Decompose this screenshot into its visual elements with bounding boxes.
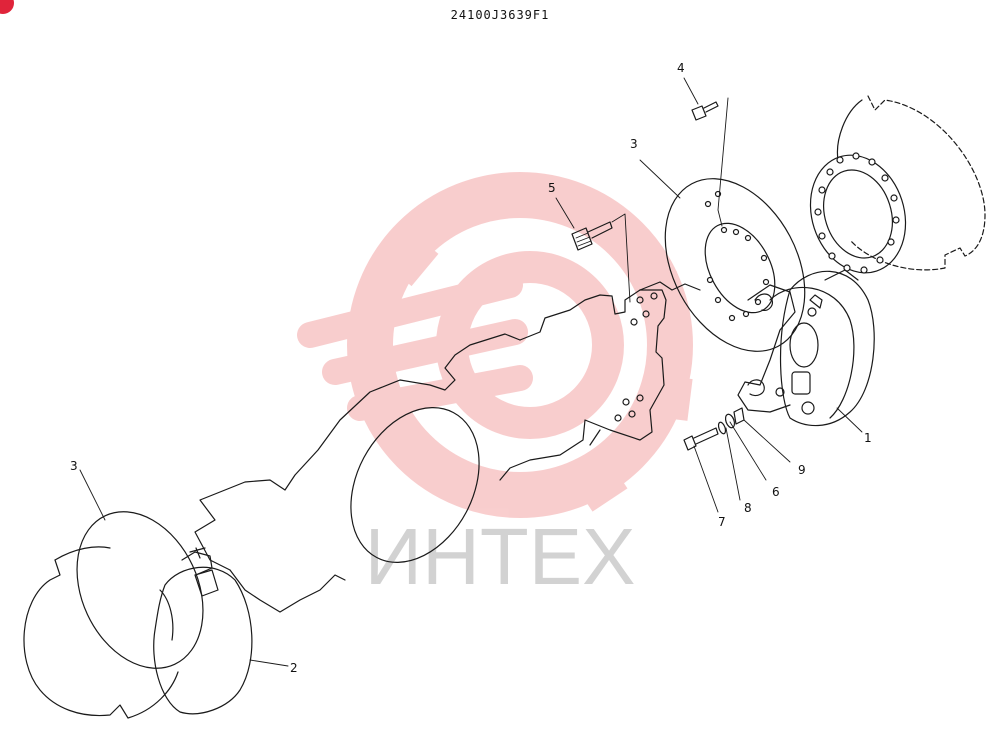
watermark-text: ИНТЕХ xyxy=(365,512,636,601)
callout-labels: 1 2 3 3 4 5 6 7 8 9 xyxy=(70,61,872,675)
bolt-item-5 xyxy=(571,221,613,251)
corner-logo-mark xyxy=(0,0,14,14)
washer-item-8 xyxy=(717,421,727,435)
wheel-hub-outline-right xyxy=(836,95,986,271)
bolt-flange-ring xyxy=(809,152,907,274)
brake-disc-upper xyxy=(664,178,806,352)
brake-disc-lower xyxy=(76,511,204,669)
leader-lines xyxy=(79,77,863,667)
watermark-gear-icon xyxy=(297,172,693,518)
bolt-item-7 xyxy=(683,427,719,451)
axle-housing-bolt-holes xyxy=(614,292,658,422)
callout-2: 2 xyxy=(290,661,298,675)
axle-flange-ellipse xyxy=(350,407,480,563)
callout-7: 7 xyxy=(718,515,726,529)
callout-4: 4 xyxy=(677,61,685,75)
fitting-item-9 xyxy=(733,407,745,425)
callout-1: 1 xyxy=(864,431,872,445)
brake-caliper-left xyxy=(153,547,253,715)
callout-5: 5 xyxy=(548,181,556,195)
callout-3-lower: 3 xyxy=(70,459,78,473)
callout-6: 6 xyxy=(772,485,780,499)
wheel-hub-outline-left xyxy=(23,546,179,719)
callout-8: 8 xyxy=(744,501,752,515)
brake-caliper-right xyxy=(737,269,875,427)
callout-3-upper: 3 xyxy=(630,137,638,151)
callout-9: 9 xyxy=(798,463,806,477)
axle-housing-outline xyxy=(194,281,701,613)
document-code: 24100J3639F1 xyxy=(450,8,550,22)
nut-item-6 xyxy=(724,413,736,429)
bolt-item-4 xyxy=(691,101,719,121)
